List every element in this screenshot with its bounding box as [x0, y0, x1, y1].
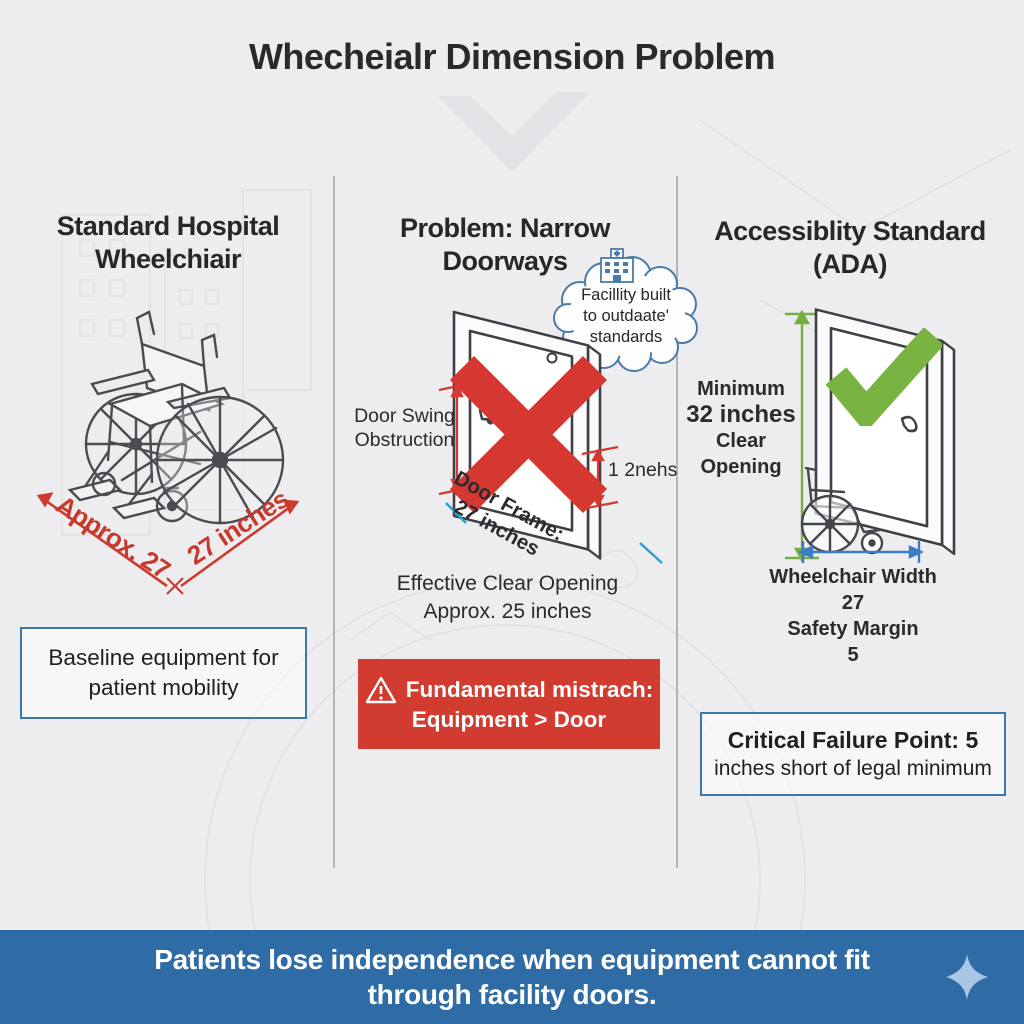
- doorframe-extension-ticks: [445, 502, 663, 564]
- bottom-banner: Patients lose independence when equipmen…: [0, 930, 1024, 1024]
- hospital-building-icon: [600, 248, 634, 283]
- min-line2: 32 inches: [686, 401, 796, 428]
- door-swing-label: Door Swing Obstruction: [354, 405, 455, 451]
- page-title: Whecheialr Dimension Problem: [248, 36, 776, 77]
- wheelchair-illustration: [67, 310, 285, 525]
- baseline-equipment-box: Baseline equipment for patient mobility: [20, 627, 307, 719]
- door-swing-dimension-arrow: [438, 380, 478, 496]
- gap-dimension-arrow: [581, 445, 619, 511]
- blue-width-arrow: [798, 541, 924, 563]
- gap-label: 1 2nehs: [608, 459, 678, 481]
- heading-standard-wheelchair: Standard Hospital Wheelchiair: [56, 211, 280, 274]
- thought-bubble-text: Facillity built to outdaate' standards: [581, 286, 671, 346]
- red-x-icon: [449, 355, 608, 514]
- wheelchair-width-label: Wheelchair Width 27 Safety Margin 5: [769, 566, 937, 666]
- min-line1: Minimum: [697, 378, 785, 400]
- min-line3: Clear Opening: [700, 430, 782, 478]
- critical-failure-line2: inches short of legal minimum: [714, 757, 992, 780]
- divider-left: [333, 176, 335, 868]
- green-check-icon: [825, 328, 942, 426]
- red-dimension-arrows: [36, 492, 300, 595]
- divider-right: [676, 176, 678, 868]
- sparkle-icon: [946, 954, 988, 1000]
- warning-triangle-icon: [365, 676, 396, 703]
- mismatch-alert-box: Fundamental mistrach: Equipment > Door: [358, 659, 660, 749]
- minimum-opening-label: Minimum 32 inches Clear Opening: [682, 376, 800, 480]
- banner-text: Patients lose independence when equipmen…: [154, 944, 870, 1010]
- critical-failure-line1: Critical Failure Point: 5: [727, 727, 979, 753]
- alert-text-line1: Fundamental mistrach:: [405, 676, 654, 702]
- clear-opening-label: Effective Clear Opening Approx. 25 inche…: [396, 572, 619, 623]
- critical-failure-box: Critical Failure Point: 5 inches short o…: [700, 712, 1006, 796]
- alert-text-line2: Equipment > Door: [411, 706, 607, 732]
- heading-narrow-doorways: Problem: Narrow Doorways: [399, 213, 611, 276]
- heading-ada-standard: Accessiblity Standard (ADA): [714, 216, 986, 279]
